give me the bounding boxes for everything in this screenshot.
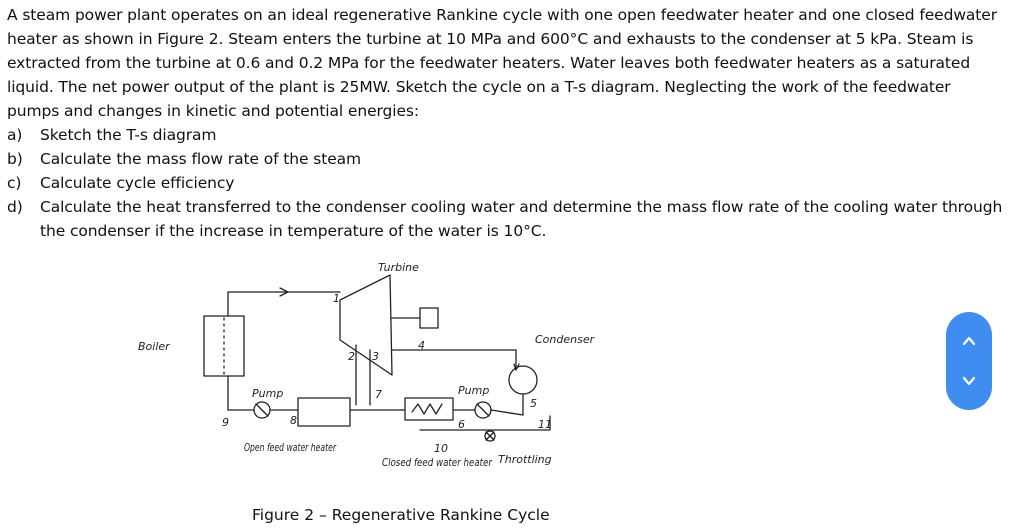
chevron-up-icon (962, 336, 976, 346)
problem-parts: a) Sketch the T-s diagram b) Calculate the… (7, 123, 1007, 243)
part-text: Sketch the T-s diagram (40, 126, 217, 144)
state-11: 11 (538, 418, 552, 431)
state-8: 8 (290, 414, 297, 427)
problem-intro: A steam power plant operates on an ideal… (7, 6, 997, 120)
state-4: 4 (418, 339, 425, 352)
pipe-boiler-turbine (227, 291, 341, 317)
turbine-body (339, 274, 393, 376)
label-condenser: Condenser (535, 333, 596, 346)
part-c: c) Calculate cycle efficiency (7, 171, 1007, 195)
part-label: c) (7, 174, 22, 192)
part-b: b) Calculate the mass flow rate of the st… (7, 147, 1007, 171)
state-9: 9 (222, 416, 229, 429)
label-pump-left: Pump (252, 387, 283, 400)
chevron-down-icon (962, 376, 976, 386)
throttle-line (419, 415, 551, 431)
state-2: 2 (348, 350, 355, 363)
closed-fwh (404, 397, 454, 421)
state-3: 3 (372, 350, 379, 363)
part-d: d) Calculate the heat transferred to the … (7, 195, 1007, 243)
throttle-valve (484, 430, 496, 442)
part-label: a) (7, 126, 23, 144)
part-text: Calculate the mass flow rate of the stea… (40, 150, 362, 168)
pipe-turbine-condenser (391, 349, 517, 371)
part-text: Calculate the heat transferred to the co… (40, 198, 1003, 240)
slide-navigation (946, 312, 992, 410)
condenser-symbol (508, 365, 538, 395)
previous-button[interactable] (946, 321, 992, 361)
generator (419, 307, 439, 329)
pipe-pump-boiler (227, 375, 255, 411)
state-10: 10 (434, 442, 448, 455)
problem-statement: A steam power plant operates on an ideal… (7, 3, 1007, 243)
label-pump-right: Pump (458, 384, 489, 397)
part-label: b) (7, 150, 23, 168)
part-label: d) (7, 198, 23, 216)
label-turbine: Turbine (378, 261, 419, 274)
state-6: 6 (458, 418, 465, 431)
boiler-box (203, 315, 245, 377)
label-open-fwh: Open feed water heater (244, 441, 337, 454)
label-closed-fwh: Closed feed water heater (382, 456, 493, 469)
state-5: 5 (530, 397, 537, 410)
next-button[interactable] (946, 361, 992, 401)
figure-caption: Figure 2 – Regenerative Rankine Cycle (252, 506, 550, 524)
open-fwh (297, 397, 351, 427)
state-1: 1 (333, 292, 340, 305)
part-text: Calculate cycle efficiency (40, 174, 235, 192)
label-throttling: Throttling (498, 453, 552, 466)
state-7: 7 (375, 388, 382, 401)
part-a: a) Sketch the T-s diagram (7, 123, 1007, 147)
label-boiler: Boiler (138, 340, 171, 353)
